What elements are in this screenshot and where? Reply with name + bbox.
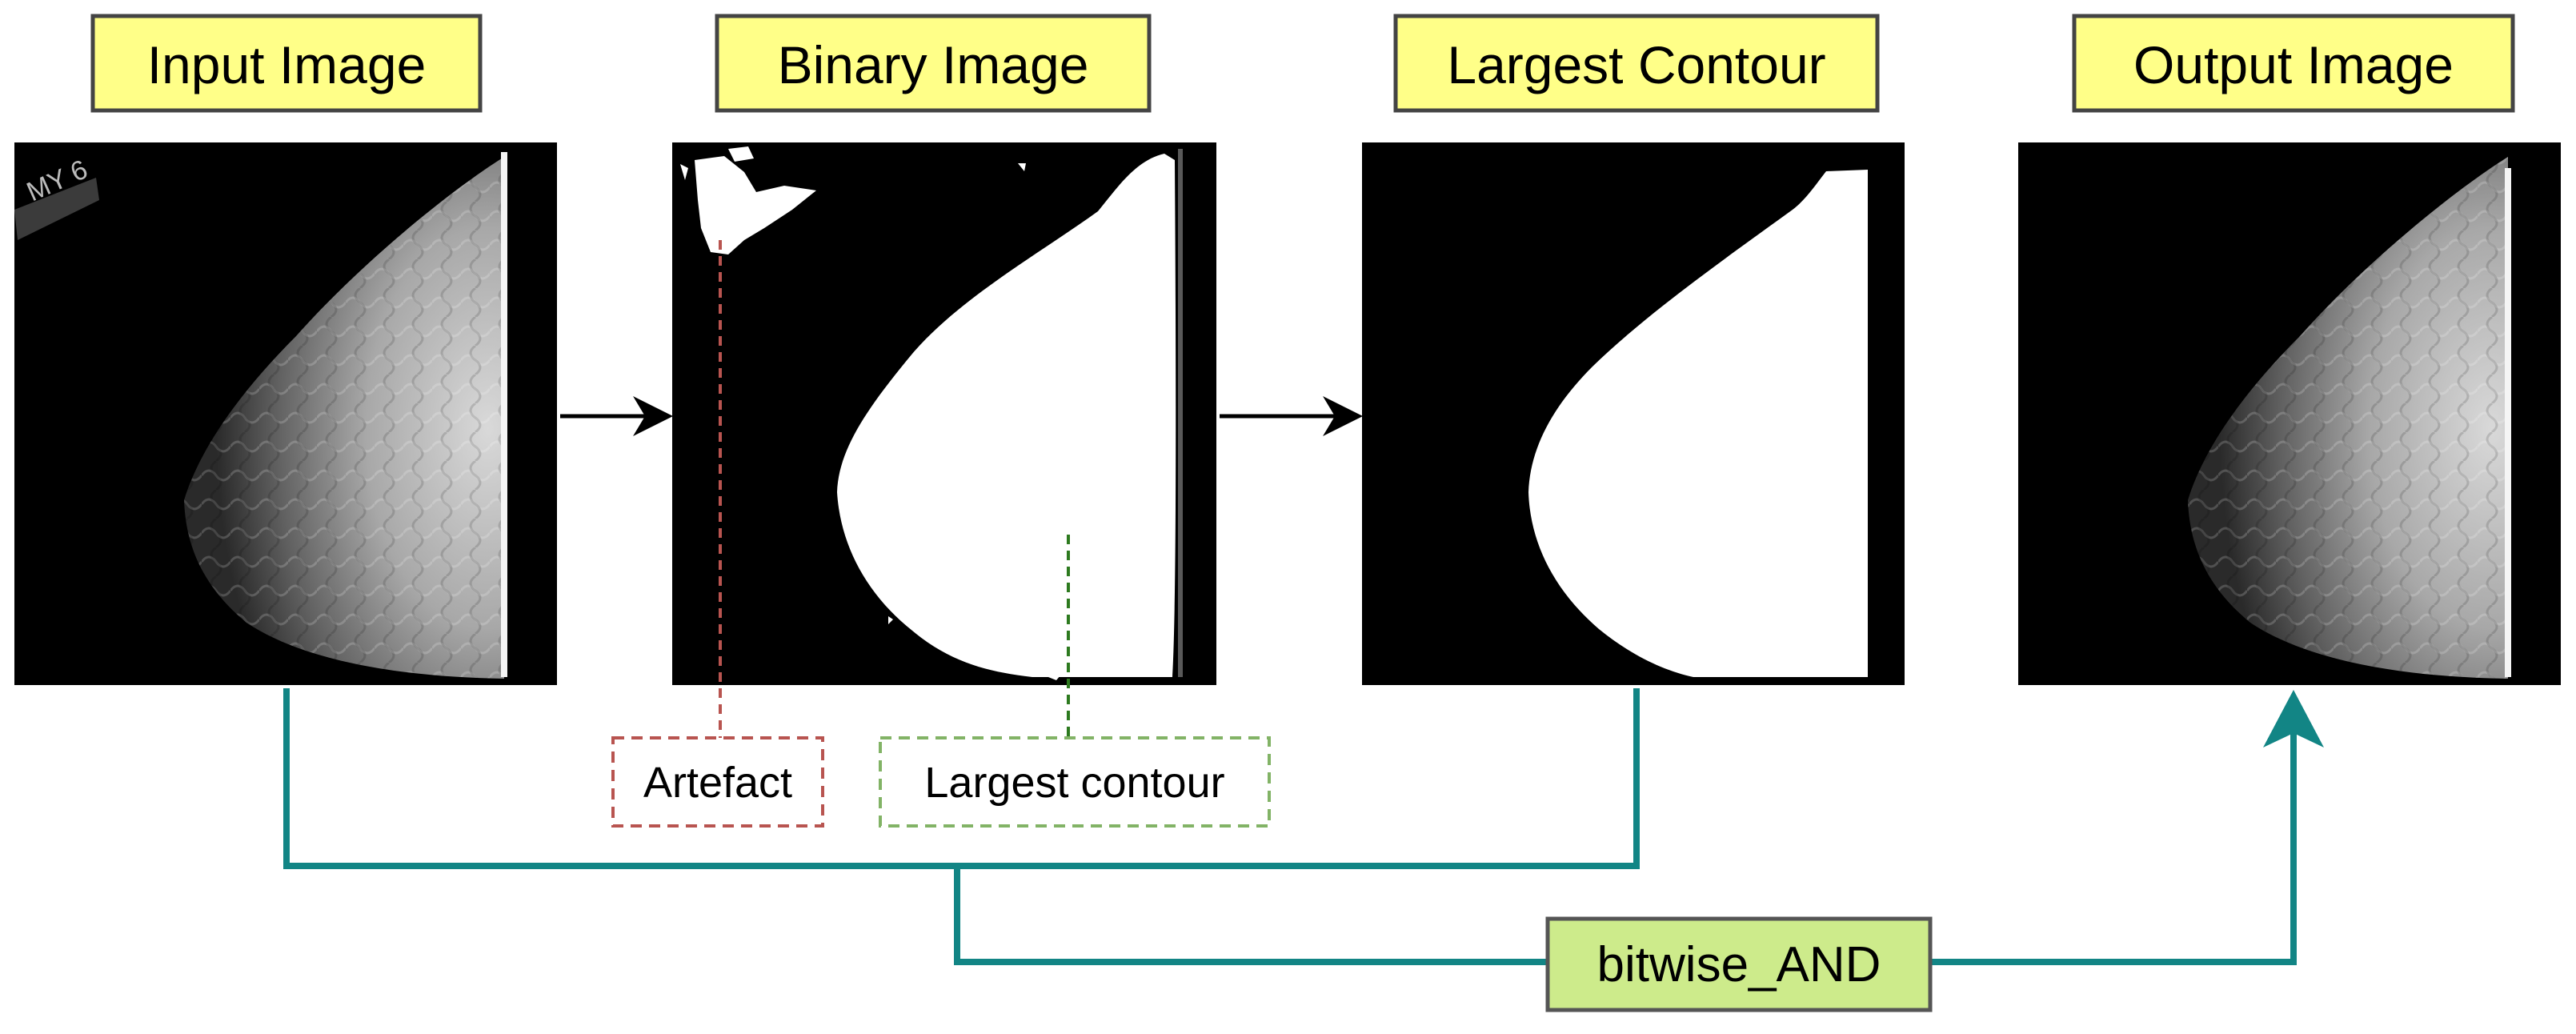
title-input-label: Input Image — [147, 35, 427, 94]
binary-breast-region — [837, 154, 1176, 677]
title-contour-label: Largest Contour — [1447, 35, 1825, 94]
bitwise-and-operation: bitwise_AND — [1545, 916, 1933, 1012]
title-binary-box — [715, 14, 1152, 113]
bitwise-and-box — [1545, 916, 1933, 1012]
binary-noise-strip — [1178, 149, 1183, 677]
output-image — [2018, 142, 2561, 685]
input-film-edge — [501, 152, 507, 677]
largest-contour-callout-box — [879, 736, 1271, 828]
largest-contour-callout: Largest contour — [879, 736, 1271, 828]
arrowhead-to-output — [2263, 690, 2324, 747]
output-film-edge — [2505, 168, 2511, 677]
title-binary-image: Binary Image — [715, 14, 1152, 113]
input-film-marker — [14, 178, 99, 240]
title-largest-contour: Largest Contour — [1393, 14, 1880, 113]
output-tissue-texture — [2188, 157, 2508, 679]
bitwise-and-label: bitwise_AND — [1597, 937, 1881, 992]
binary-image — [672, 142, 1216, 685]
connector-to-bitwise — [954, 866, 1548, 965]
connector-input-contour — [283, 688, 1640, 869]
artefact-callout: Artefact — [611, 736, 824, 828]
connector-bitwise-to-output — [1930, 728, 2297, 965]
contour-breast-region — [1528, 170, 1868, 677]
largest-contour-callout-label: Largest contour — [924, 759, 1224, 807]
title-input-box — [90, 14, 483, 113]
title-output-label: Output Image — [2133, 35, 2454, 94]
artefact-callout-label: Artefact — [643, 759, 792, 807]
input-image: MY 6 — [14, 142, 557, 685]
title-output-image: Output Image — [2072, 14, 2515, 113]
title-contour-box — [1393, 14, 1880, 113]
title-output-box — [2072, 14, 2515, 113]
largest-contour-image — [1362, 142, 1905, 685]
title-binary-label: Binary Image — [778, 35, 1089, 94]
title-input-image: Input Image — [90, 14, 483, 113]
artefact-blob — [695, 156, 816, 254]
input-tissue-texture — [184, 157, 504, 679]
